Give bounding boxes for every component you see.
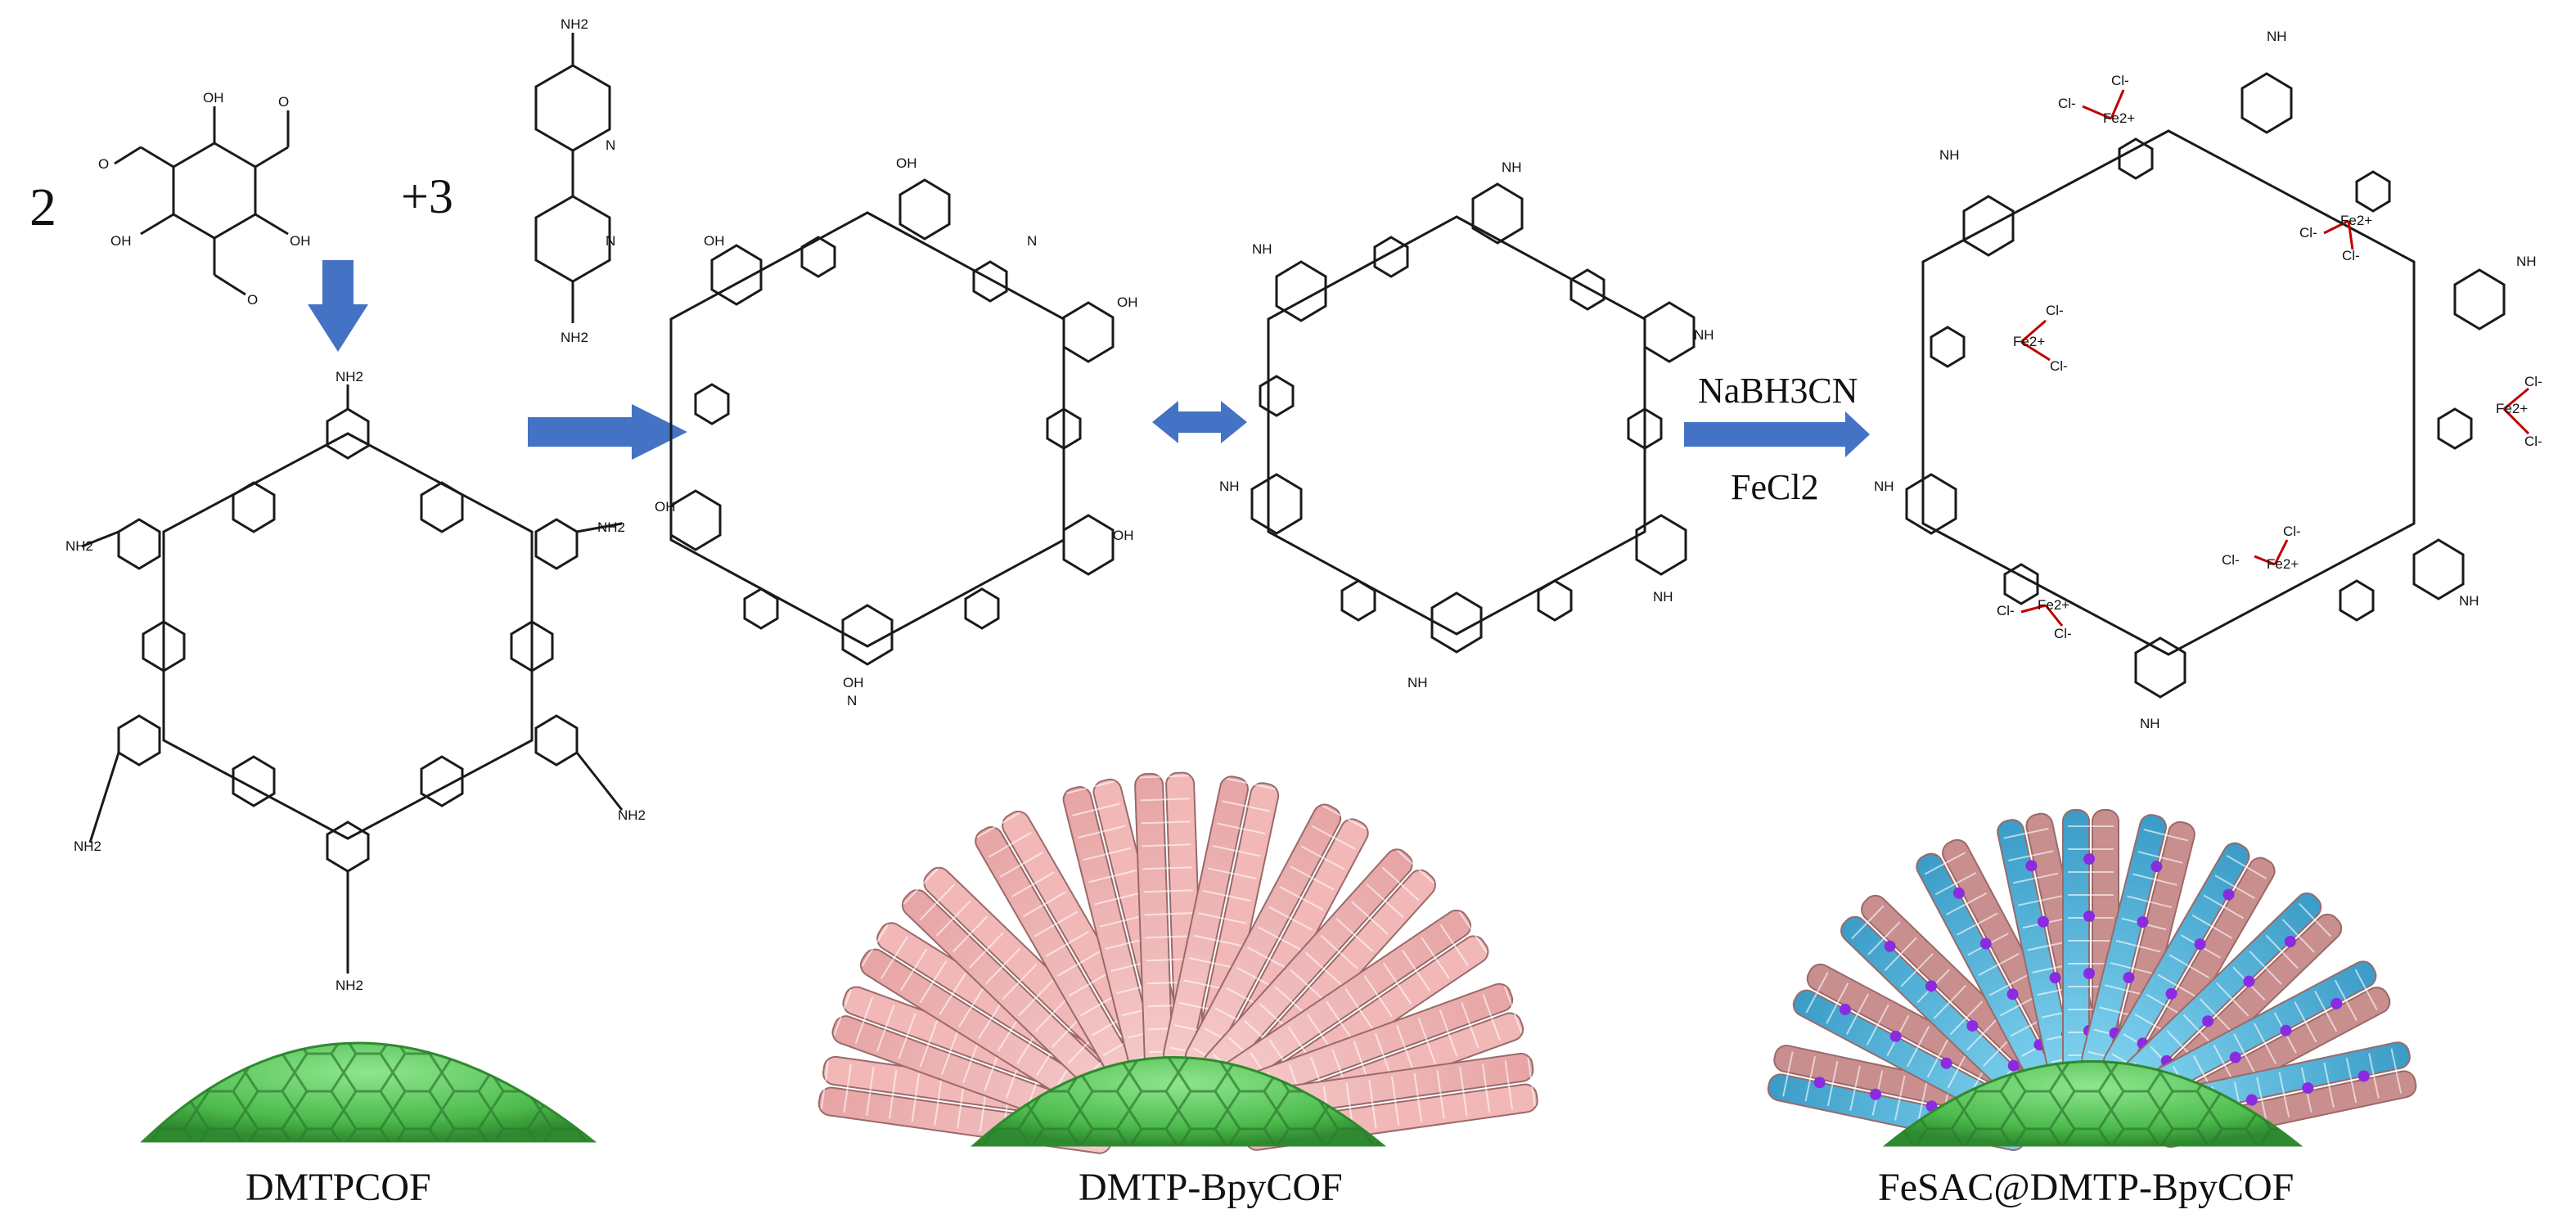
- block-arrow-right-icon: [528, 404, 687, 460]
- nh2-label: NH2: [336, 978, 363, 993]
- nh-label: NH: [2267, 29, 2287, 44]
- nh-label: NH: [1874, 479, 1894, 494]
- fesac-framework-structure: Fe2+ Cl- Cl- Fe2+ Cl- Cl- Fe2+ Cl- Cl- F…: [1874, 29, 2542, 731]
- dmtpcof-framework-structure: NH2 NH2 NH2 NH2 NH2 NH2: [65, 369, 646, 993]
- nh2-label: NH2: [561, 16, 588, 32]
- chloride-label: Cl-: [2342, 248, 2360, 263]
- amine-coefficient: +3: [401, 169, 453, 223]
- n-label: N: [847, 693, 857, 708]
- trialdehyde-molecule: OH OH OH O O O: [98, 90, 311, 308]
- chloride-label: Cl-: [2283, 524, 2301, 539]
- nh-label: NH: [1252, 241, 1272, 257]
- nh-label: NH: [2459, 593, 2479, 609]
- nh-label: NH: [2140, 716, 2160, 731]
- nh-label: NH: [2516, 254, 2537, 269]
- nh2-label: NH2: [65, 538, 93, 554]
- nh2-label: NH2: [561, 330, 588, 345]
- chloride-label: Cl-: [2222, 552, 2240, 568]
- double-headed-arrow-icon: [1152, 401, 1247, 443]
- bipyridine-diamine-molecule: NH2 N N NH2: [534, 16, 615, 345]
- dmtp-bpycof-label: DMTP-BpyCOF: [1079, 1166, 1343, 1209]
- fe-ion-label: Fe2+: [2496, 401, 2528, 416]
- nh-label: NH: [1502, 160, 1522, 175]
- reagent-iron-salt: FeCl2: [1731, 467, 1819, 507]
- oh-label: OH: [1117, 295, 1138, 310]
- oh-label: OH: [110, 233, 132, 249]
- nanosheet: [1134, 771, 1205, 1069]
- aldehyde-coefficient: 2: [29, 178, 56, 237]
- oh-label: OH: [704, 233, 725, 249]
- chloride-label: Cl-: [2524, 374, 2542, 389]
- chloride-label: Cl-: [2524, 434, 2542, 449]
- n-label: N: [606, 233, 615, 249]
- bpycof-keto-structure: NH NH NH NH NH NH: [1219, 160, 1714, 690]
- dmtp-bpycof-particle: [817, 771, 1538, 1154]
- fe-ion-label: Fe2+: [2267, 556, 2299, 572]
- nh2-label: NH2: [597, 519, 625, 535]
- fesac-particle: [1767, 809, 2417, 1151]
- oh-label: OH: [290, 233, 311, 249]
- o-label: O: [278, 94, 289, 110]
- block-arrow-down-icon: [308, 260, 368, 352]
- fe-ion-label: Fe2+: [2038, 597, 2069, 613]
- nh-label: NH: [1407, 675, 1428, 690]
- nh-label: NH: [1694, 327, 1714, 343]
- oh-label: OH: [843, 675, 864, 690]
- dmtpcof-label: DMTPCOF: [245, 1166, 431, 1209]
- o-label: O: [98, 156, 109, 172]
- n-label: N: [606, 137, 615, 153]
- oh-label: OH: [896, 155, 917, 171]
- reagent-reducing-agent: NaBH3CN: [1698, 371, 1858, 411]
- fe-ion-label: Fe2+: [2340, 213, 2372, 228]
- o-label: O: [247, 292, 258, 308]
- fesac-label: FeSAC@DMTP-BpyCOF: [1878, 1166, 2294, 1209]
- oh-label: OH: [1113, 528, 1134, 543]
- nh2-label: NH2: [336, 369, 363, 384]
- chloride-label: Cl-: [2299, 225, 2317, 241]
- chloride-label: Cl-: [2050, 358, 2068, 374]
- bpycof-enol-structure: OH OH OH OH OH OH N N: [655, 155, 1138, 708]
- block-arrow-right-icon: [1684, 411, 1870, 457]
- chloride-label: Cl-: [2111, 73, 2129, 88]
- n-label: N: [1027, 233, 1037, 249]
- oh-label: OH: [655, 499, 676, 515]
- chloride-label: Cl-: [2054, 626, 2072, 641]
- nh2-label: NH2: [618, 807, 646, 823]
- oh-label: OH: [203, 90, 224, 106]
- nh-label: NH: [1219, 479, 1240, 494]
- nh2-label: NH2: [74, 839, 101, 854]
- fe-ion-label: Fe2+: [2103, 110, 2135, 126]
- dmtpcof-core-sphere: [140, 1041, 597, 1143]
- nh-label: NH: [1653, 589, 1673, 605]
- fe-ion-label: Fe2+: [2013, 334, 2045, 349]
- chloride-label: Cl-: [1997, 603, 2015, 618]
- chloride-label: Cl-: [2058, 96, 2076, 111]
- nh-label: NH: [1939, 147, 1960, 163]
- chloride-label: Cl-: [2046, 303, 2064, 318]
